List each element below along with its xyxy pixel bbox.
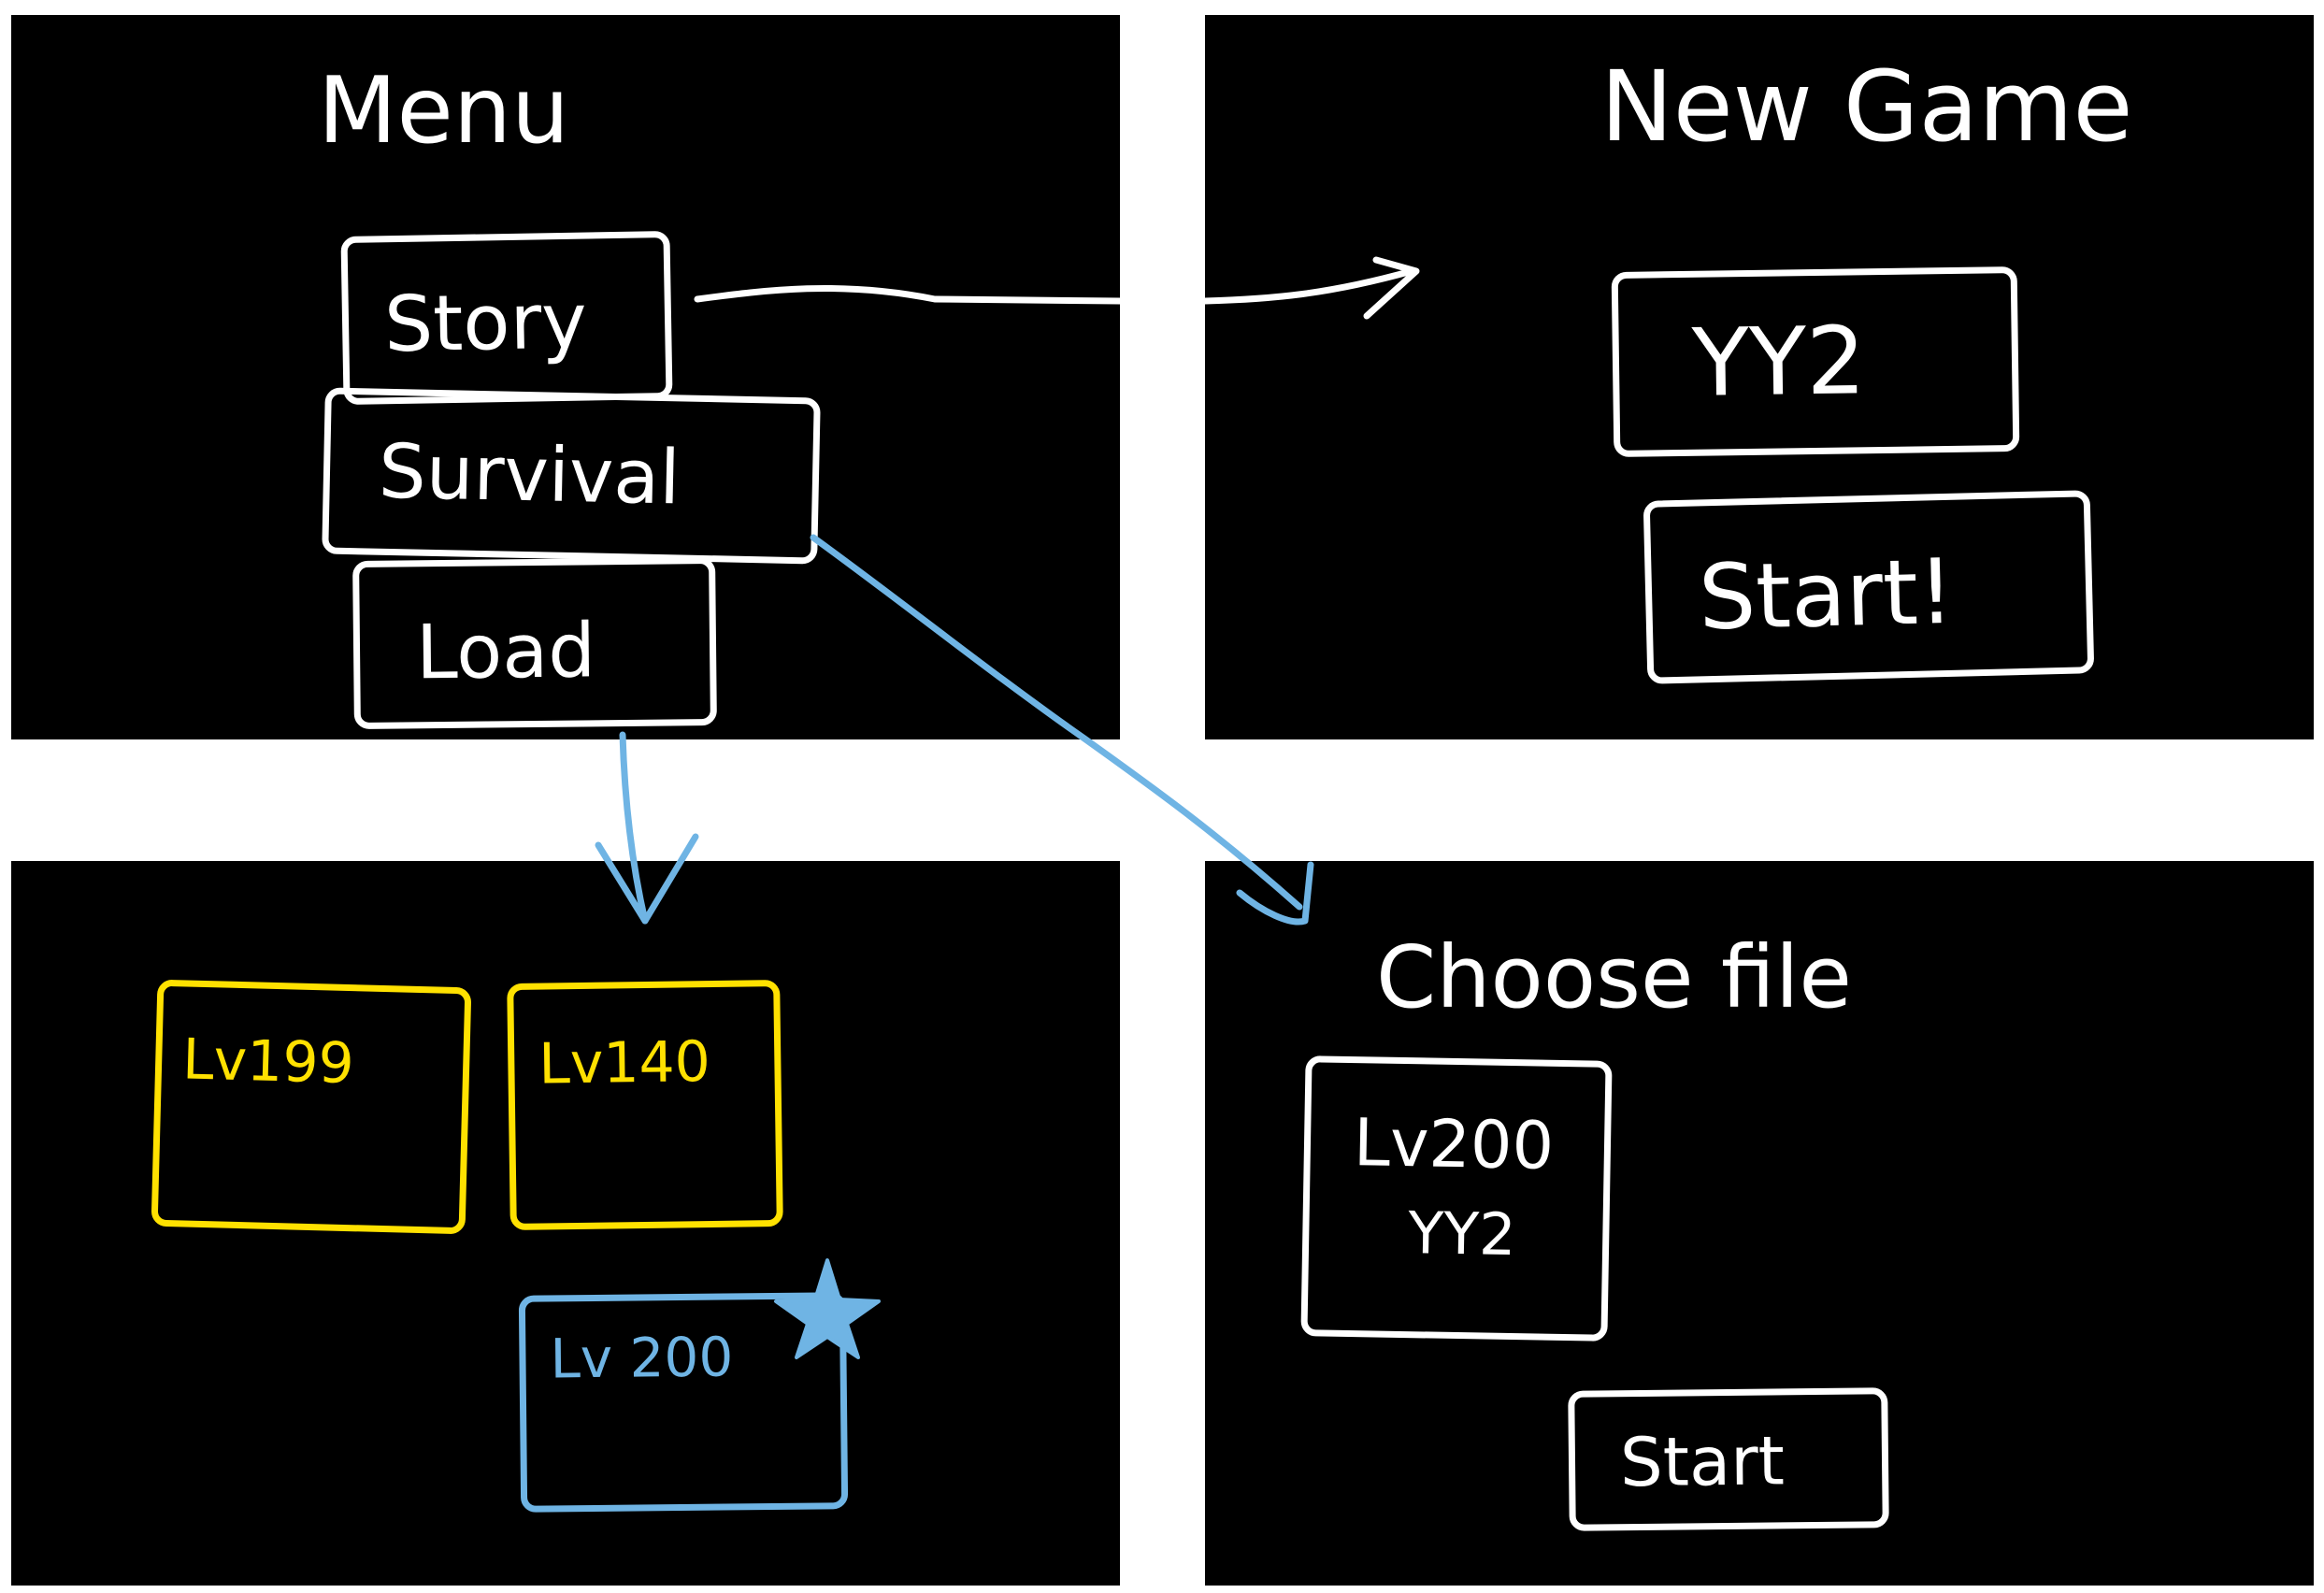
- load-screen: [11, 861, 1120, 1586]
- arrowhead: [1363, 256, 1420, 320]
- choose-file-screen: [1205, 861, 2314, 1586]
- new-game-screen: [1205, 15, 2314, 739]
- survival-to-choose-file-arrow: [810, 534, 1303, 911]
- choose-file-title: Choose file: [1376, 927, 1853, 1027]
- load-to-saves-arrow: [619, 731, 649, 925]
- menu-screen: [11, 15, 1120, 739]
- story-to-new-game-arrow: [694, 284, 1124, 305]
- new-game-title: New Game: [1600, 50, 2133, 164]
- menu-title: Menu: [318, 58, 570, 165]
- arrowhead: [1236, 861, 1314, 926]
- star-icon: [774, 1258, 881, 1359]
- arrowhead: [595, 833, 699, 925]
- story-to-new-game-arrow: [1201, 267, 1415, 305]
